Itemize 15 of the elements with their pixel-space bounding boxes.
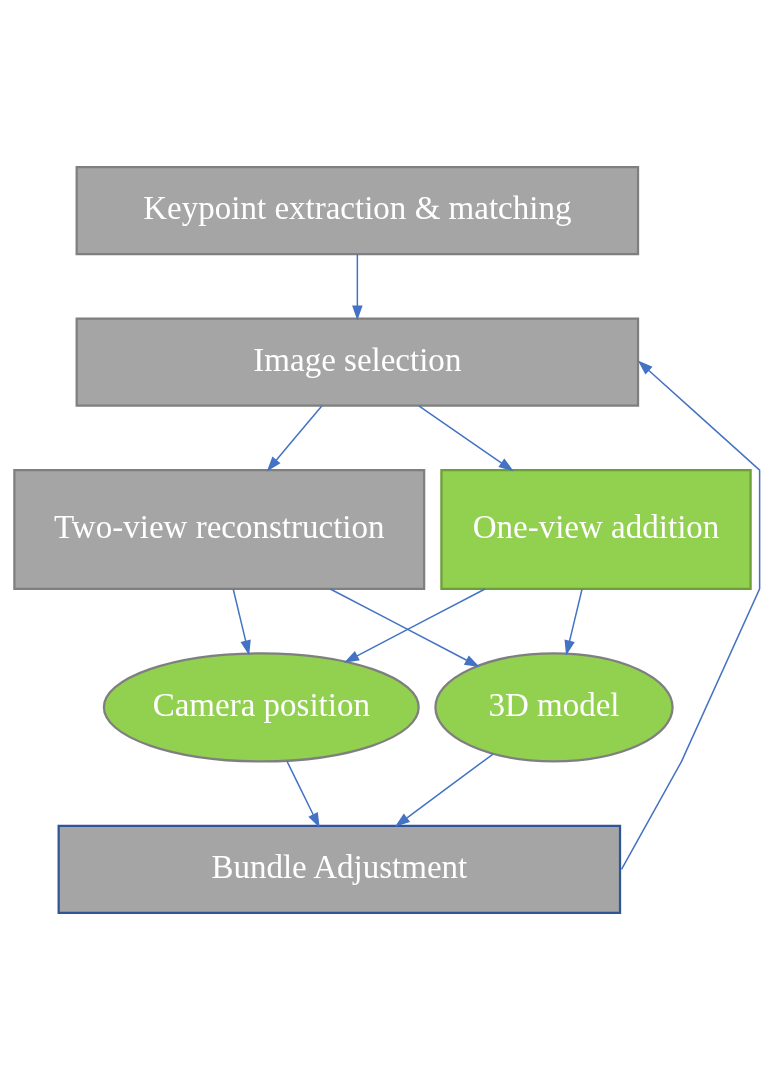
node-box: Image selection	[75, 317, 640, 407]
arrow	[286, 760, 320, 828]
arrow	[329, 588, 480, 667]
arrow	[564, 588, 583, 656]
arrow	[266, 405, 323, 472]
node-box: Keypoint extraction & matching	[75, 165, 640, 256]
arrow	[620, 360, 761, 871]
arrow	[418, 405, 514, 472]
arrow	[232, 588, 251, 656]
node-box: Bundle Adjustment	[57, 824, 622, 915]
arrow	[352, 253, 363, 321]
node-box: One-view addition	[440, 469, 752, 590]
node-box: Two-view reconstruction	[13, 469, 426, 590]
arrow	[344, 588, 486, 663]
arrow	[394, 753, 494, 827]
